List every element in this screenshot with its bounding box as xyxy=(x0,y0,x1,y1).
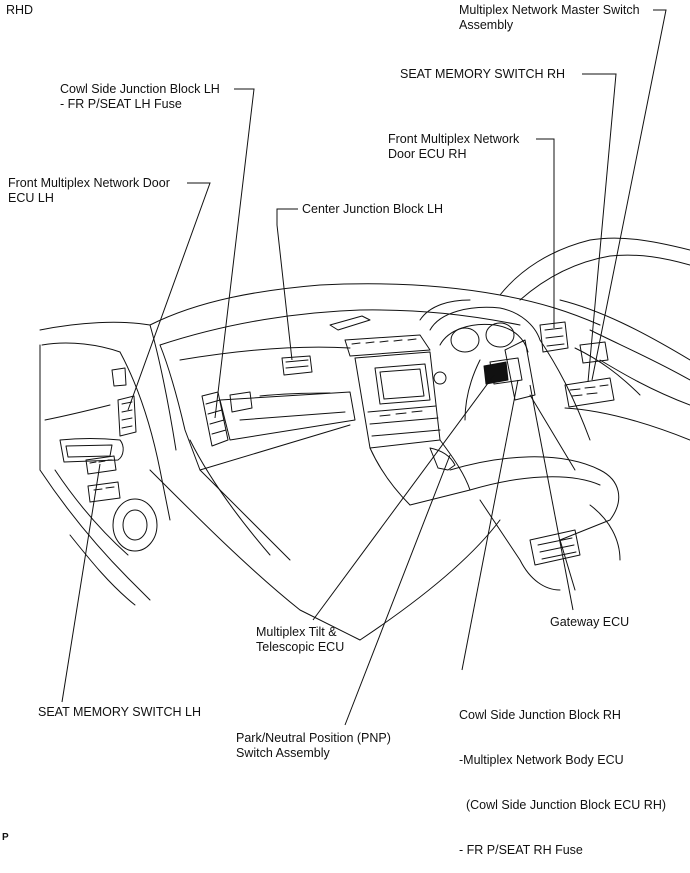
leader-door-ecu-rh xyxy=(536,138,555,328)
cowl-block-lh-part xyxy=(201,391,253,447)
label-line: SEAT MEMORY SWITCH RH xyxy=(400,67,566,81)
leader-door-ecu-lh xyxy=(127,182,211,411)
steering-column xyxy=(419,299,541,421)
master-switch-part xyxy=(564,377,690,441)
label-line: Multiplex Tilt & xyxy=(256,625,337,639)
label-cowl-rh: Cowl Side Junction Block RH -Multiplex N… xyxy=(459,678,666,873)
tilt-ecu-part xyxy=(483,361,509,385)
label-line: Telescopic ECU xyxy=(256,640,345,654)
label-cowl-lh: Cowl Side Junction Block LH - FR P/SEAT … xyxy=(60,82,220,112)
center-junction-block-part xyxy=(281,355,313,376)
right-dash xyxy=(529,321,690,471)
leader-gateway xyxy=(529,384,574,611)
label-line: SEAT MEMORY SWITCH LH xyxy=(38,705,201,719)
rear-console xyxy=(449,456,621,591)
label-door-ecu-lh: Front Multiplex Network Door ECU LH xyxy=(8,176,170,206)
leader-lines xyxy=(61,9,667,726)
label-line: - FR P/SEAT RH Fuse xyxy=(459,843,583,857)
label-line: Switch Assembly xyxy=(236,746,330,760)
label-line: Gateway ECU xyxy=(550,615,630,629)
label-pnp-switch: Park/Neutral Position (PNP) Switch Assem… xyxy=(236,731,391,761)
label-master-switch: Multiplex Network Master Switch Assembly xyxy=(459,3,640,33)
label-line: Door ECU RH xyxy=(388,147,467,161)
leader-tilt-ecu xyxy=(312,374,495,621)
rhd-label: RHD xyxy=(6,3,34,17)
leader-pnp xyxy=(344,454,451,726)
door-ecu-lh-part xyxy=(117,395,137,437)
dashboard-illustration xyxy=(39,9,690,726)
label-line: (Cowl Side Junction Block ECU RH) xyxy=(459,798,667,812)
label-line: Front Multiplex Network xyxy=(388,132,520,146)
label-line: -Multiplex Network Body ECU xyxy=(459,753,624,767)
left-door xyxy=(39,321,177,606)
label-door-ecu-rh: Front Multiplex Network Door ECU RH xyxy=(388,132,519,162)
label-seat-memory-lh: SEAT MEMORY SWITCH LH xyxy=(38,705,201,720)
leader-cowl-lh xyxy=(214,88,255,419)
leader-center-jb xyxy=(276,208,298,361)
label-seat-memory-rh: SEAT MEMORY SWITCH RH xyxy=(400,67,565,82)
label-gateway-ecu: Gateway ECU xyxy=(550,615,629,630)
label-tilt-ecu: Multiplex Tilt & Telescopic ECU xyxy=(256,625,344,655)
label-line: - FR P/SEAT LH Fuse xyxy=(60,97,182,111)
label-line: Assembly xyxy=(459,18,514,32)
label-line: Park/Neutral Position (PNP) xyxy=(236,731,391,745)
center-console xyxy=(344,334,471,506)
leader-master-switch xyxy=(591,9,667,381)
leader-seat-memory-lh xyxy=(61,463,101,703)
label-center-junction-block: Center Junction Block LH xyxy=(302,202,443,217)
label-line: Cowl Side Junction Block LH xyxy=(60,82,220,96)
label-line: ECU LH xyxy=(8,191,54,205)
label-line: Multiplex Network Master Switch xyxy=(459,3,640,17)
left-dash xyxy=(149,344,501,641)
right-pillar xyxy=(499,237,690,381)
footer-mark: P xyxy=(2,832,9,843)
label-line: Front Multiplex Network Door xyxy=(8,176,170,190)
leader-cowl-rh xyxy=(461,379,519,671)
label-line: Center Junction Block LH xyxy=(302,202,444,216)
label-line: Cowl Side Junction Block RH xyxy=(459,708,621,722)
windshield xyxy=(149,283,601,346)
seat-memory-switch-lh-part xyxy=(85,455,117,475)
leader-seat-memory-rh xyxy=(582,73,617,383)
